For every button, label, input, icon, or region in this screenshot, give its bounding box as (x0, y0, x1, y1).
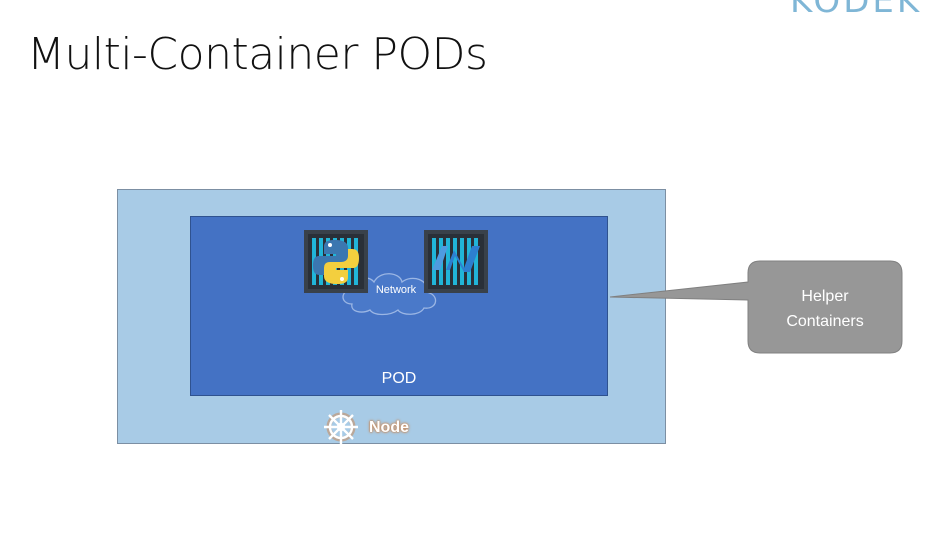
brand-logo: KODEK (790, 0, 940, 16)
dotnet-icon (424, 230, 488, 293)
slide-title: Multi-Container PODs (27, 29, 488, 80)
callout-line-1: Helper (801, 288, 849, 305)
callout-line-2: Containers (786, 313, 864, 330)
network-label: Network (375, 284, 417, 296)
node-label: Node (369, 419, 409, 436)
callout-text: Helper Containers (748, 284, 902, 334)
container-dotnet (424, 230, 488, 293)
kubernetes-wheel-icon (324, 410, 358, 444)
container-python (304, 230, 368, 293)
pod-label: POD (381, 370, 417, 387)
python-icon (304, 230, 368, 293)
